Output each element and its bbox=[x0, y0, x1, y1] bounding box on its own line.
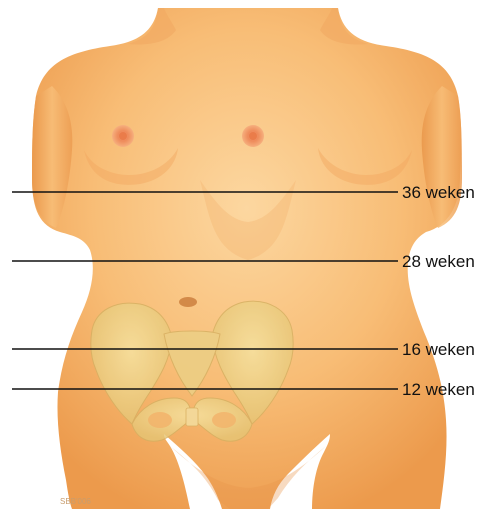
left-areola bbox=[112, 125, 134, 147]
credit-text: SBB'006 bbox=[60, 497, 91, 506]
label-16-weken: 16 weken bbox=[402, 340, 475, 359]
label-36-weken: 36 weken bbox=[402, 183, 475, 202]
label-12-weken: 12 weken bbox=[402, 380, 475, 399]
right-areola bbox=[242, 125, 264, 147]
navel bbox=[179, 297, 197, 307]
label-28-weken: 28 weken bbox=[402, 252, 475, 271]
